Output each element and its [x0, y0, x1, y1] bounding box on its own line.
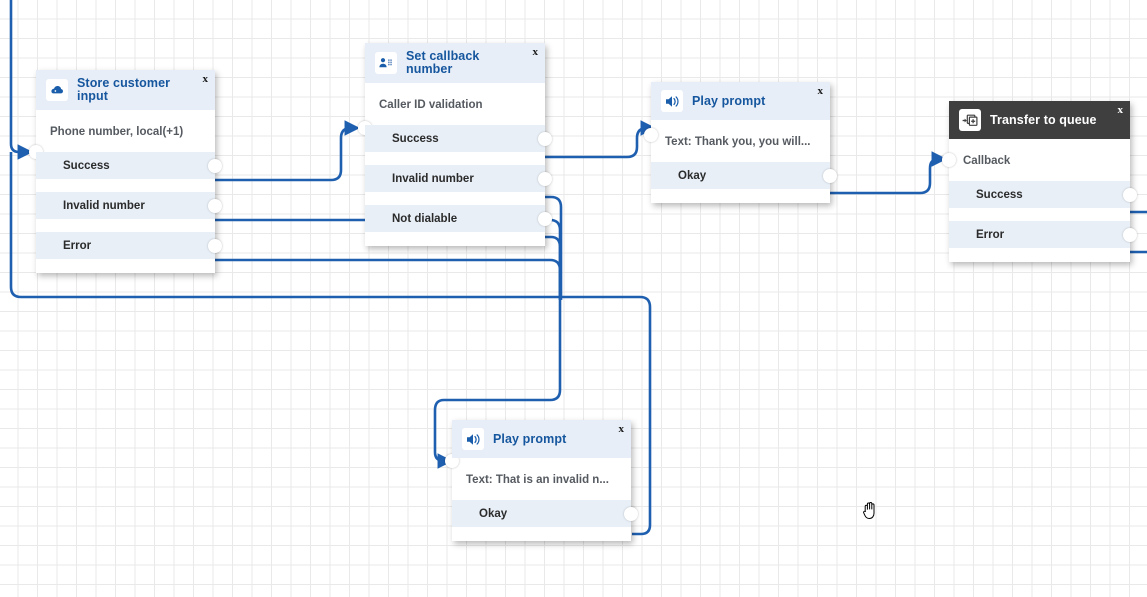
node-play-prompt-invalid[interactable]: Play prompt x Text: That is an invalid n…: [445, 420, 638, 541]
wire-setcallback-success-to-playprompt: [543, 120, 657, 159]
port-invalid-number[interactable]: Invalid number: [36, 192, 222, 219]
node-description: Text: That is an invalid n...: [466, 474, 609, 486]
port-error[interactable]: Error: [36, 232, 222, 259]
node-ports: Success Error: [949, 181, 1137, 262]
port-error[interactable]: Error: [949, 221, 1137, 248]
node-body: Text: Thank you, you will...: [651, 120, 830, 162]
contact-keypad-icon: [375, 52, 397, 74]
port-label: Invalid number: [63, 199, 145, 212]
node-title: Play prompt: [493, 431, 567, 446]
speaker-icon: [462, 428, 484, 450]
node-title: Play prompt: [692, 93, 766, 108]
port-okay[interactable]: Okay: [452, 500, 638, 527]
port-success[interactable]: Success: [365, 125, 552, 152]
node-description: Caller ID validation: [379, 99, 483, 111]
node-body: Caller ID validation: [365, 83, 545, 125]
node-title: Set callback number: [406, 49, 480, 76]
node-ports: Success Invalid number Error: [36, 152, 222, 273]
port-label: Okay: [479, 507, 508, 520]
node-ports: Okay: [452, 500, 638, 541]
speaker-icon: [661, 90, 683, 112]
port-dot[interactable]: [208, 158, 222, 173]
close-icon[interactable]: x: [817, 85, 824, 97]
port-label: Success: [63, 159, 110, 172]
wire-store-error: [214, 258, 562, 300]
port-label: Error: [63, 239, 92, 252]
port-success[interactable]: Success: [36, 152, 222, 179]
node-play-prompt-thankyou[interactable]: Play prompt x Text: Thank you, you will.…: [644, 82, 837, 203]
node-header[interactable]: Transfer to queue x: [949, 101, 1130, 139]
port-invalid-number[interactable]: Invalid number: [365, 165, 552, 192]
port-dot[interactable]: [1123, 187, 1137, 202]
grab-hand-cursor: [861, 498, 881, 522]
port-dot[interactable]: [208, 198, 222, 213]
cloud-input-icon: [46, 79, 68, 101]
port-label: Not dialable: [392, 212, 458, 225]
port-label: Error: [976, 228, 1005, 241]
close-icon[interactable]: x: [202, 73, 209, 85]
node-header[interactable]: Play prompt x: [651, 82, 830, 120]
close-icon[interactable]: x: [618, 423, 625, 435]
node-header[interactable]: Store customer input x: [36, 70, 215, 110]
port-success[interactable]: Success: [949, 181, 1137, 208]
port-dot[interactable]: [823, 168, 837, 183]
port-label: Okay: [678, 169, 707, 182]
port-okay[interactable]: Okay: [651, 162, 837, 189]
node-body: Callback: [949, 139, 1130, 181]
node-title: Store customer input: [77, 76, 171, 103]
node-description: Text: Thank you, you will...: [665, 136, 811, 148]
wire-setcallback-notdialable: [543, 235, 562, 300]
node-ports: Okay: [651, 162, 837, 203]
node-title: Transfer to queue: [990, 112, 1097, 127]
wire-store-success-to-set-callback: [214, 120, 361, 182]
input-port-dot[interactable]: [644, 128, 658, 142]
wire-playprompt-okay-to-transfer: [829, 151, 948, 195]
port-dot[interactable]: [208, 238, 222, 253]
wire-entry-to-store-input: [9, 0, 34, 160]
node-ports: Success Invalid number Not dialable: [365, 125, 552, 246]
node-body: Text: That is an invalid n...: [452, 458, 631, 500]
node-transfer-to-queue[interactable]: Transfer to queue x Callback Success Err…: [942, 101, 1137, 262]
node-description: Phone number, local(+1): [50, 126, 184, 138]
close-icon[interactable]: x: [532, 46, 539, 58]
port-dot[interactable]: [624, 506, 638, 521]
input-port-dot[interactable]: [942, 153, 956, 167]
node-description: Callback: [963, 155, 1011, 167]
port-dot[interactable]: [1123, 227, 1137, 242]
port-dot[interactable]: [538, 131, 552, 146]
port-label: Success: [976, 188, 1023, 201]
node-set-callback-number[interactable]: Set callback number x Caller ID validati…: [358, 43, 552, 246]
node-header[interactable]: Set callback number x: [365, 43, 545, 83]
port-label: Success: [392, 132, 439, 145]
close-icon[interactable]: x: [1117, 104, 1124, 116]
node-header[interactable]: Play prompt x: [452, 420, 631, 458]
node-store-customer-input[interactable]: Store customer input x Phone number, loc…: [29, 70, 222, 273]
transfer-queue-icon: [959, 109, 981, 131]
port-label: Invalid number: [392, 172, 474, 185]
node-body: Phone number, local(+1): [36, 110, 215, 152]
port-dot[interactable]: [538, 171, 552, 186]
port-dot[interactable]: [538, 211, 552, 226]
port-not-dialable[interactable]: Not dialable: [365, 205, 552, 232]
